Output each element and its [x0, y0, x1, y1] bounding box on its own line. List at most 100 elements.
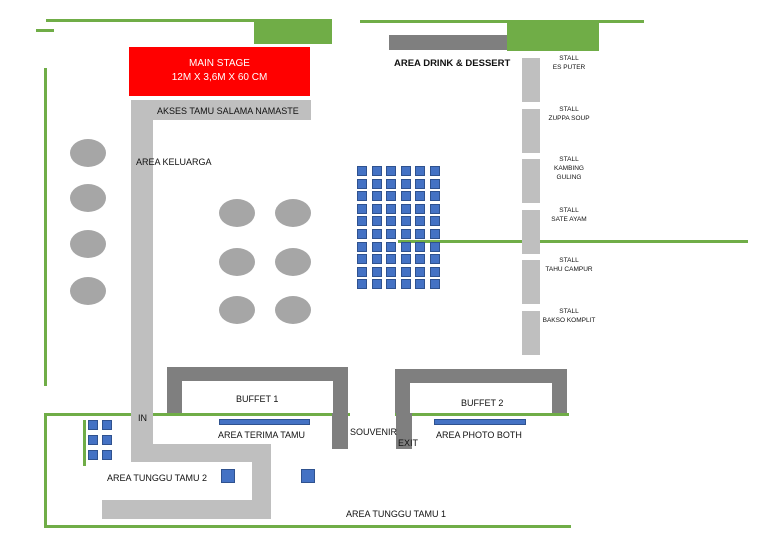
seat-chair: [415, 178, 425, 189]
stall-label-line: SATE AYAM: [551, 215, 587, 223]
seat-chair: [357, 166, 367, 176]
seat-chair: [429, 178, 440, 189]
seat-chair: [429, 203, 440, 214]
stall-booth: [522, 159, 540, 203]
wall-inner-left: [83, 420, 86, 466]
stall-booth: [522, 310, 540, 355]
waiting-chair: [88, 435, 98, 445]
buffet2-frame-left: [395, 369, 410, 413]
stall-label-line: GULING: [556, 174, 582, 181]
seat-chair: [357, 178, 367, 189]
stall-label-line: BAKSO KOMPLIT: [542, 316, 596, 324]
walkway-top: [131, 100, 311, 120]
waiting-chair: [102, 420, 112, 430]
seat-chair: [371, 178, 382, 189]
area-photo-label: AREA PHOTO BOTH: [436, 430, 522, 440]
seat-chair: [400, 254, 411, 265]
stall-label-line: STALL: [559, 55, 579, 62]
seat-chair: [415, 229, 425, 239]
waiting-chair: [88, 420, 98, 430]
stall-label-line: ES PUTER: [552, 64, 586, 71]
in-label: IN: [138, 413, 147, 423]
buffet1-label: BUFFET 1: [236, 394, 279, 404]
wall-buffet1-base: [165, 413, 350, 416]
stall-label-line: STALL: [559, 105, 579, 113]
seat-chair: [415, 216, 425, 227]
seat-chair: [400, 203, 411, 214]
stall-booth: [522, 58, 540, 102]
seat-chair: [429, 229, 440, 239]
seat-chair: [400, 266, 411, 277]
family-table: [70, 139, 106, 167]
seat-chair: [415, 203, 425, 214]
seat-chair: [357, 241, 367, 252]
seat-chair: [429, 266, 440, 277]
seat-chair: [386, 254, 396, 265]
buffet2-frame-right: [552, 369, 567, 413]
family-table: [70, 230, 106, 258]
seat-chair: [386, 166, 396, 176]
stall-label: STALL ES PUTER: [539, 54, 599, 72]
seat-chair: [429, 166, 440, 176]
family-table: [70, 184, 106, 212]
seat-chair: [357, 191, 367, 202]
wall-top-right: [360, 20, 644, 23]
akses-label: AKSES TAMU SALAMA NAMASTE: [157, 106, 299, 116]
buffet1-frame-right: [333, 367, 348, 413]
round-table: [275, 248, 311, 276]
wall-bottom-box-left: [44, 413, 47, 528]
buffet1-frame-top: [167, 367, 348, 381]
round-table: [219, 199, 255, 227]
seat-chair: [400, 229, 411, 239]
area-drink-label: AREA DRINK & DESSERT: [394, 58, 511, 69]
seat-chair: [386, 203, 396, 214]
green-block-top-2: [507, 22, 599, 51]
seat-chair: [386, 266, 396, 277]
seat-chair: [400, 216, 411, 227]
stall-label-line: STALL: [559, 156, 579, 163]
stall-booth: [522, 108, 540, 153]
stall-booth: [522, 260, 540, 304]
green-block-top-1: [254, 20, 332, 44]
wall-bottom-box-top: [44, 413, 170, 416]
round-table: [219, 248, 255, 276]
seat-chair: [371, 266, 382, 277]
seat-chair: [400, 241, 411, 252]
main-stage-title: MAIN STAGE: [189, 58, 250, 69]
stall-label-line: ZUPPA SOUP: [548, 114, 590, 122]
seat-chair: [386, 241, 396, 252]
waiting-chair: [301, 469, 315, 483]
seat-chair: [415, 279, 425, 290]
seat-chair: [400, 166, 411, 176]
seat-chair: [415, 166, 425, 176]
seat-chair: [371, 254, 382, 265]
seat-chair: [357, 229, 367, 239]
seat-chair: [415, 241, 425, 252]
wall-top-left: [46, 19, 332, 22]
seat-chair: [371, 216, 382, 227]
tunggu2-label: AREA TUNGGU TAMU 2: [107, 473, 208, 483]
family-table: [70, 277, 106, 305]
stall-label-line: STALL: [559, 206, 579, 214]
buffet2-label: BUFFET 2: [461, 398, 504, 408]
seat-chair: [386, 191, 396, 202]
tunggu1-label: AREA TUNGGU TAMU 1: [346, 509, 447, 519]
seat-chair: [371, 166, 382, 176]
round-table: [275, 296, 311, 324]
walkway-bottom: [102, 500, 271, 519]
seat-chair: [415, 191, 425, 202]
round-table: [219, 296, 255, 324]
seat-chair: [371, 241, 382, 252]
seat-chair: [415, 266, 425, 277]
photo-booth-desk: [434, 419, 526, 425]
buffet1-frame-left: [167, 367, 182, 413]
seat-chair: [386, 279, 396, 290]
seat-chair: [371, 229, 382, 239]
seat-chair: [400, 178, 411, 189]
seat-chair: [429, 216, 440, 227]
